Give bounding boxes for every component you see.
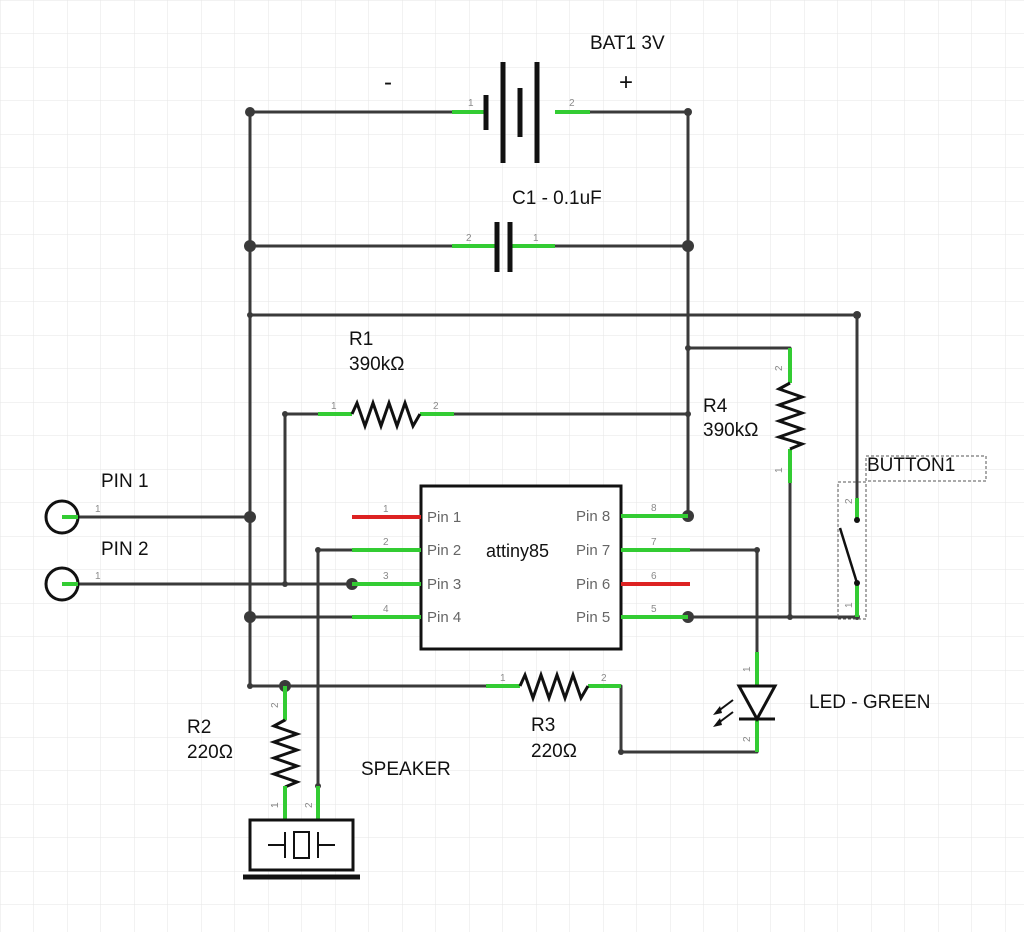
r2-pin2-number: 2 bbox=[270, 702, 281, 708]
r1-pin2-number: 2 bbox=[433, 401, 439, 412]
r4-value: 390kΩ bbox=[703, 420, 758, 441]
chip-left-pin-label-1: Pin 1 bbox=[427, 509, 461, 526]
chip-right-pin-label-6: Pin 6 bbox=[576, 576, 610, 593]
resistor-r3-symbol bbox=[486, 670, 621, 703]
chip-right-pin-label-7: Pin 7 bbox=[576, 542, 610, 559]
button-pin2-number: 2 bbox=[844, 498, 855, 504]
connector-pin2-number: 1 bbox=[95, 571, 101, 582]
chip-attiny85 bbox=[352, 484, 690, 651]
led-label: LED - GREEN bbox=[809, 692, 930, 713]
battery-pin2-number: 2 bbox=[569, 98, 575, 109]
r3-value: 220Ω bbox=[531, 741, 577, 762]
resistor-r4-symbol bbox=[774, 348, 807, 483]
chip-right-pin-label-8: Pin 8 bbox=[576, 508, 610, 525]
capacitor-pin1-number: 1 bbox=[533, 233, 539, 244]
r3-pin2-number: 2 bbox=[601, 673, 607, 684]
chip-right-pin-number-8: 8 bbox=[651, 503, 657, 514]
r4-name: R4 bbox=[703, 396, 728, 417]
chip-right-pin-number-7: 7 bbox=[651, 537, 657, 548]
wires bbox=[76, 110, 859, 788]
battery-pin1-number: 1 bbox=[468, 98, 474, 109]
chip-left-pin-number-2: 2 bbox=[383, 537, 389, 548]
r3-name: R3 bbox=[531, 715, 555, 736]
speaker-symbol bbox=[243, 786, 360, 880]
r2-value: 220Ω bbox=[187, 742, 233, 763]
battery-label: BAT1 3V bbox=[590, 33, 665, 54]
chip-left-pin-label-3: Pin 3 bbox=[427, 576, 461, 593]
battery-plus-sign: + bbox=[619, 69, 633, 96]
speaker-pin1-number: 1 bbox=[270, 802, 281, 808]
led-pin1-number: 1 bbox=[742, 666, 753, 672]
chip-right-pin-number-6: 6 bbox=[651, 571, 657, 582]
r1-pin1-number: 1 bbox=[331, 401, 337, 412]
speaker-label: SPEAKER bbox=[361, 759, 451, 780]
r2-pin1-number: 1 bbox=[270, 802, 281, 808]
connector-pin1-label: PIN 1 bbox=[101, 471, 149, 492]
chip-left-pin-label-2: Pin 2 bbox=[427, 542, 461, 559]
led-pin2-number: 2 bbox=[742, 736, 753, 742]
chip-left-pin-label-4: Pin 4 bbox=[427, 609, 461, 626]
connector-pin1-number: 1 bbox=[95, 504, 101, 515]
resistor-r1-symbol bbox=[318, 398, 454, 431]
button-label: BUTTON1 bbox=[867, 455, 955, 476]
r1-name: R1 bbox=[349, 329, 373, 350]
r1-value: 390kΩ bbox=[349, 354, 404, 375]
chip-right-pin-label-5: Pin 5 bbox=[576, 609, 610, 626]
r3-pin1-number: 1 bbox=[500, 673, 506, 684]
chip-right-pin-number-5: 5 bbox=[651, 604, 657, 615]
r4-pin1-number: 1 bbox=[774, 467, 785, 473]
battery-minus-sign: - bbox=[384, 69, 392, 96]
r2-name: R2 bbox=[187, 717, 211, 738]
connector-pin2-label: PIN 2 bbox=[101, 539, 149, 560]
capacitor-pin2-number: 2 bbox=[466, 233, 472, 244]
chip-name: attiny85 bbox=[486, 541, 549, 561]
chip-left-pin-number-4: 4 bbox=[383, 604, 389, 615]
speaker-pin2-number: 2 bbox=[304, 802, 315, 808]
connector-pin1-symbol bbox=[44, 499, 80, 535]
button-symbol bbox=[837, 455, 987, 620]
chip-left-pin-number-1: 1 bbox=[383, 504, 389, 515]
connector-pin2-symbol bbox=[44, 566, 80, 602]
capacitor-symbol bbox=[452, 222, 555, 272]
button-pin1-number: 1 bbox=[844, 602, 855, 608]
led-symbol bbox=[713, 652, 778, 752]
capacitor-label: C1 - 0.1uF bbox=[512, 188, 602, 209]
battery-symbol bbox=[452, 62, 590, 163]
r4-pin2-number: 2 bbox=[774, 365, 785, 371]
chip-left-pin-number-3: 3 bbox=[383, 571, 389, 582]
